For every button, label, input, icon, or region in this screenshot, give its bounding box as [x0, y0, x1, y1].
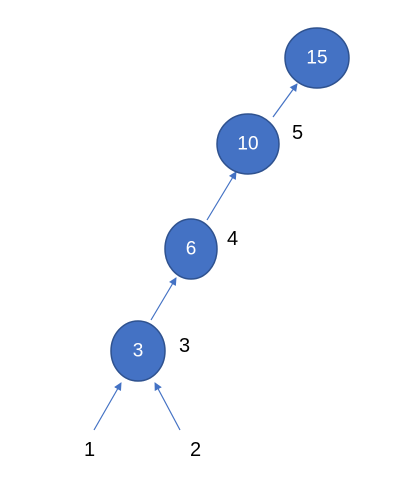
node-3-side-label: 3	[179, 335, 190, 357]
edge-10-to-15	[272, 83, 298, 118]
node-10-label: 10	[237, 134, 258, 155]
node-10-side-label: 5	[292, 122, 303, 144]
node-3-label: 3	[133, 341, 144, 362]
edge-3-to-6	[150, 277, 177, 321]
node-15-label: 15	[306, 48, 327, 69]
leaf-1-label: 1	[84, 439, 95, 461]
node-15: 15	[284, 27, 350, 89]
edge-6-to-10	[206, 171, 237, 221]
node-6-label: 6	[186, 239, 197, 260]
edges	[93, 83, 298, 431]
node-6-side-label: 4	[227, 228, 238, 250]
edge-2-to-3	[154, 382, 181, 431]
node-3: 3	[110, 320, 166, 382]
leaf-2-label: 2	[190, 439, 201, 461]
edge-1-to-3	[93, 382, 122, 431]
node-6: 6	[164, 218, 218, 280]
node-10: 10	[216, 113, 280, 175]
